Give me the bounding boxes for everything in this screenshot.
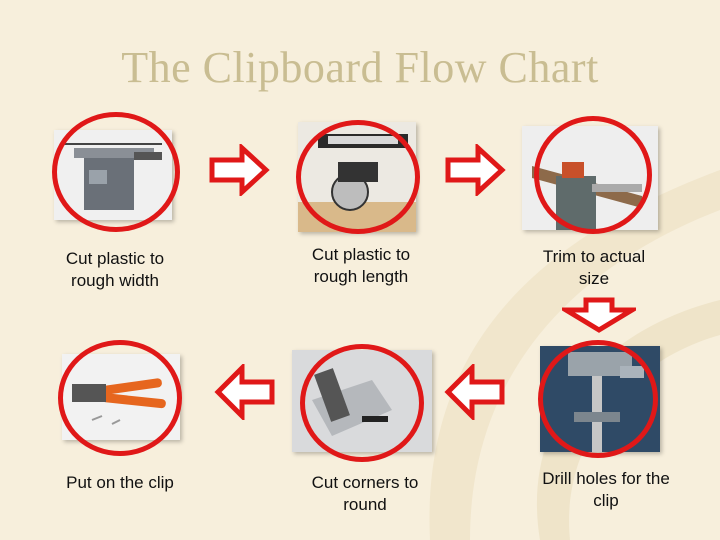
arrow-left-icon bbox=[214, 364, 275, 420]
step-3-highlight-ring bbox=[534, 116, 652, 234]
step-2-label: Cut plastic to rough length bbox=[311, 245, 411, 286]
arrow-right-icon bbox=[209, 144, 270, 196]
arrow-left-icon bbox=[444, 364, 505, 420]
page-title: The Clipboard Flow Chart bbox=[121, 43, 599, 92]
step-1-highlight-ring bbox=[52, 112, 180, 232]
step-6-highlight-ring bbox=[58, 340, 182, 456]
step-3-label: Trim to actual size bbox=[542, 247, 646, 288]
step-6-label: Put on the clip bbox=[66, 473, 174, 492]
arrow-down-icon bbox=[562, 297, 636, 333]
arrow-right-icon bbox=[445, 144, 506, 196]
step-1-label: Cut plastic to rough width bbox=[65, 249, 165, 290]
step-4-label: Drill holes for the clip bbox=[542, 469, 670, 510]
step-2-highlight-ring bbox=[296, 120, 420, 234]
step-4-highlight-ring bbox=[538, 340, 658, 458]
step-5-highlight-ring bbox=[300, 344, 424, 462]
step-5-label: Cut corners to round bbox=[311, 473, 419, 514]
